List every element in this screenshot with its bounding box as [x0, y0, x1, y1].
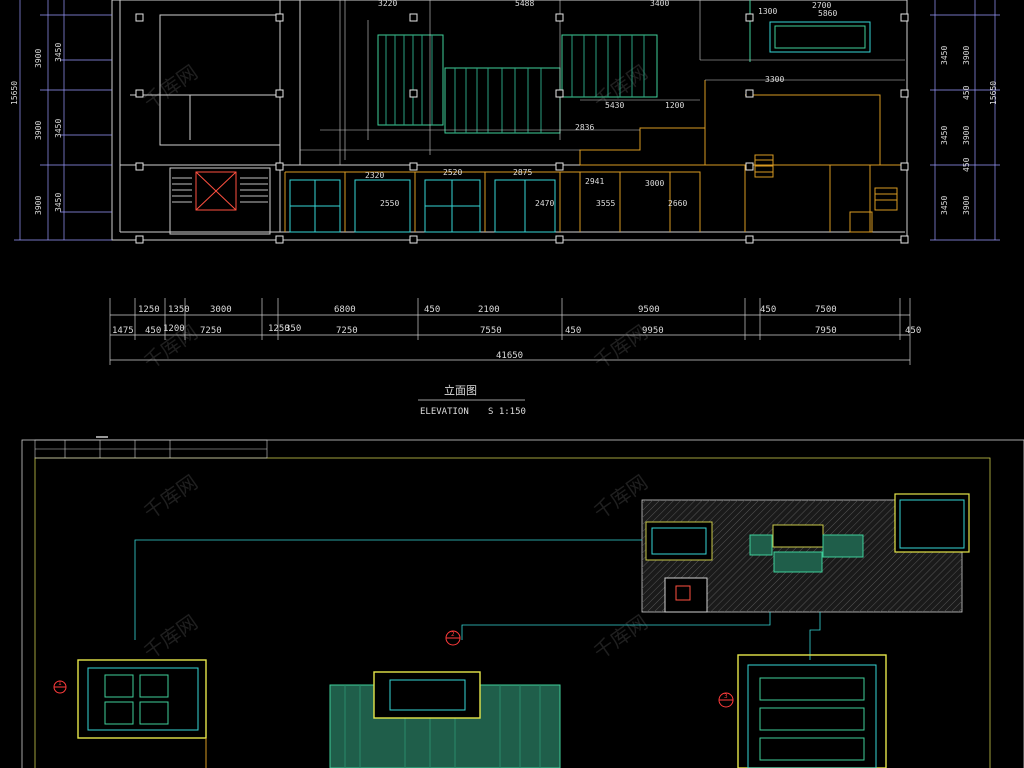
svg-text:2320: 2320	[365, 171, 384, 180]
elevation-subtitle: ELEVATION	[420, 407, 469, 417]
svg-text:2836: 2836	[575, 123, 594, 132]
svg-text:3450: 3450	[54, 119, 63, 138]
svg-text:3450: 3450	[940, 46, 949, 65]
svg-text:7250: 7250	[200, 326, 222, 336]
leader-lines	[134, 539, 821, 660]
svg-text:3900: 3900	[34, 49, 43, 68]
stair-core	[169, 167, 271, 235]
svg-text:450: 450	[962, 157, 971, 172]
svg-text:9950: 9950	[642, 326, 664, 336]
svg-text:450: 450	[145, 326, 161, 336]
svg-text:3900: 3900	[962, 196, 971, 215]
elevation-title-block: 立面图 ELEVATION S 1:150	[418, 383, 526, 417]
watermark-text: 千库网	[139, 610, 202, 664]
furniture-blocks	[377, 34, 658, 134]
svg-text:9500: 9500	[638, 305, 660, 315]
bottom-dimension-labels-row2: 1475 450 1200 7250 1250 350 7250 7550 45…	[112, 324, 921, 336]
svg-text:1475: 1475	[112, 326, 134, 336]
svg-text:350: 350	[285, 324, 301, 334]
svg-text:1350: 1350	[168, 305, 190, 315]
svg-text:5430: 5430	[605, 101, 624, 110]
left-dimension-chain	[14, 0, 112, 241]
elevation-title-cn: 立面图	[444, 383, 477, 397]
structural-columns	[135, 13, 909, 244]
svg-text:7550: 7550	[480, 326, 502, 336]
svg-text:3900: 3900	[962, 46, 971, 65]
svg-text:3450: 3450	[54, 43, 63, 62]
elevation-scale: S 1:150	[488, 407, 526, 417]
svg-text:3900: 3900	[34, 121, 43, 140]
bottom-dimension-labels-row1: 1250 1350 3000 6800 450 2100 9500 450 75…	[138, 305, 837, 315]
svg-text:1200: 1200	[163, 324, 185, 334]
svg-text:15650: 15650	[10, 81, 19, 105]
detail-view-1: 1	[53, 659, 207, 768]
svg-text:2700: 2700	[812, 1, 831, 10]
watermark-text: 千库网	[139, 60, 202, 114]
svg-text:3900: 3900	[34, 196, 43, 215]
right-dimension-labels: 15650 3900 3900 3900 3450 3450 3450 450 …	[940, 46, 998, 215]
svg-text:2875: 2875	[513, 168, 532, 177]
svg-text:3900: 3900	[962, 126, 971, 145]
svg-text:7950: 7950	[815, 326, 837, 336]
storefront-bays	[289, 179, 556, 233]
elevator-shaft	[195, 171, 237, 211]
svg-text:3450: 3450	[54, 193, 63, 212]
svg-text:3: 3	[724, 693, 728, 700]
svg-text:5860: 5860	[818, 9, 837, 18]
svg-text:6800: 6800	[334, 305, 356, 315]
bottom-dimension-chain	[109, 298, 911, 365]
svg-text:1250: 1250	[268, 324, 290, 334]
svg-text:5488: 5488	[515, 0, 534, 8]
svg-text:3450: 3450	[940, 126, 949, 145]
svg-text:450: 450	[905, 326, 921, 336]
key-plan	[641, 493, 970, 613]
equipment-block	[769, 21, 871, 53]
right-dimension-chain	[930, 0, 1000, 241]
svg-text:2470: 2470	[535, 199, 554, 208]
watermark-layer: 千库网 千库网 千库网 千库网 千库网 千库网 千库网 千库网	[139, 60, 652, 664]
svg-text:2550: 2550	[380, 199, 399, 208]
svg-text:3000: 3000	[645, 179, 664, 188]
svg-text:3000: 3000	[210, 305, 232, 315]
svg-text:1200: 1200	[665, 101, 684, 110]
floor-plan	[111, 0, 909, 244]
drawing-frame	[21, 436, 1024, 768]
svg-text:2520: 2520	[443, 168, 462, 177]
interior-dimension-labels: 2320 2550 2520 2875 3000 2941 3555 2470 …	[365, 101, 687, 208]
plan-outline	[111, 0, 908, 241]
svg-text:2100: 2100	[478, 305, 500, 315]
svg-text:3555: 3555	[596, 199, 615, 208]
svg-text:2660: 2660	[668, 199, 687, 208]
svg-text:1250: 1250	[138, 305, 160, 315]
svg-text:450: 450	[760, 305, 776, 315]
overall-dimension: 41650	[496, 351, 523, 361]
svg-text:2941: 2941	[585, 177, 604, 186]
partition-walls	[284, 80, 905, 232]
detail-view-3: 3	[718, 654, 887, 768]
watermark-text: 千库网	[589, 610, 652, 664]
watermark-text: 千库网	[139, 470, 202, 524]
left-dimension-labels: 15650 3900 3900 3900 3450 3450 3450	[10, 43, 63, 215]
svg-text:1: 1	[58, 680, 62, 687]
svg-text:3450: 3450	[940, 196, 949, 215]
svg-text:3300: 3300	[765, 75, 784, 84]
svg-text:450: 450	[565, 326, 581, 336]
svg-text:15650: 15650	[989, 81, 998, 105]
top-dimension-labels: 3220 5488 3400 1300 2700 5860 3300	[378, 0, 837, 84]
svg-text:3400: 3400	[650, 0, 669, 8]
svg-text:2: 2	[451, 631, 455, 638]
detail-view-2: 2	[329, 630, 561, 768]
svg-text:1300: 1300	[758, 7, 777, 16]
svg-text:450: 450	[962, 85, 971, 100]
svg-text:3220: 3220	[378, 0, 397, 8]
svg-text:7500: 7500	[815, 305, 837, 315]
svg-text:7250: 7250	[336, 326, 358, 336]
svg-text:450: 450	[424, 305, 440, 315]
